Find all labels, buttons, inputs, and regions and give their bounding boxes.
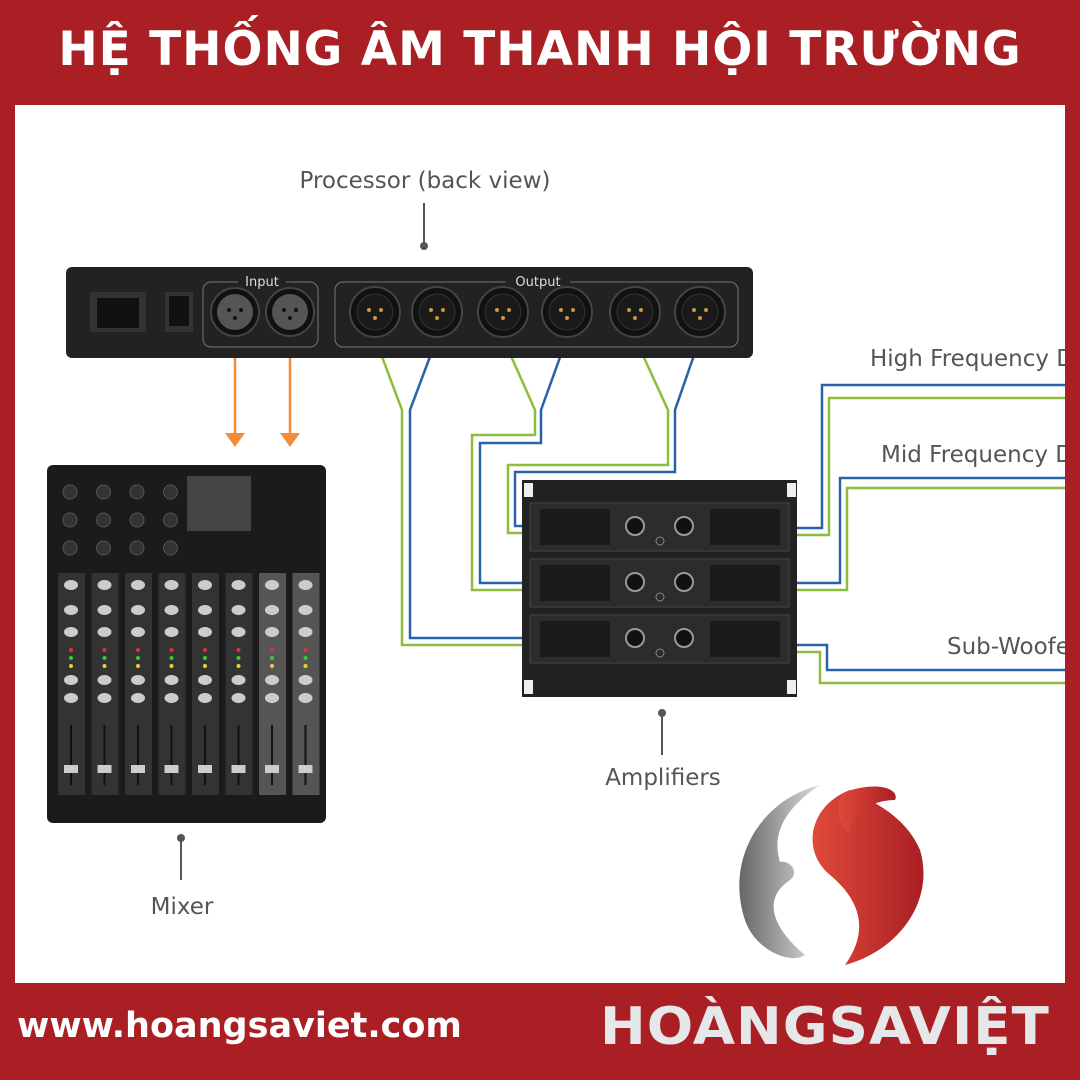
xlr-output-jack (609, 286, 661, 338)
mixer-channel-strip (292, 573, 320, 795)
amplifier-rack (522, 480, 797, 697)
xlr-input-jack (210, 287, 260, 337)
output-label: Output (515, 275, 560, 290)
xlr-output-jack (541, 286, 593, 338)
mixer-channel-strip (125, 484, 152, 795)
website-url[interactable]: www.hoangsaviet.com (17, 1006, 462, 1046)
xlr-output-jack (349, 286, 401, 338)
hoangsaviet-logo-mark (739, 785, 924, 965)
mixer-channel-strip (158, 484, 186, 795)
xlr-output-jack (674, 286, 726, 338)
high-frequency-label: High Frequency Dr (870, 346, 1065, 372)
processor-label: Processor (back view) (300, 168, 551, 194)
brand-logo-text: HOÀNGSAVIỆT (600, 997, 1050, 1057)
amplifier-unit (529, 614, 790, 664)
mixer-channel-strip (91, 484, 119, 795)
amplifier-unit (529, 502, 790, 552)
amplifier-unit (529, 558, 790, 608)
processor: Input Output (66, 267, 753, 358)
diagram-panel: Processor (back view) High Frequency Dr … (15, 105, 1065, 983)
mixer-channel-strip (192, 573, 219, 795)
mixer-label: Mixer (151, 894, 214, 920)
xlr-output-jack (411, 286, 463, 338)
mid-frequency-label: Mid Frequency Dr (881, 442, 1065, 468)
cables (225, 335, 1065, 685)
mixer-channel-strip (259, 573, 286, 795)
amplifiers-label: Amplifiers (605, 765, 721, 791)
xlr-input-jack (265, 287, 315, 337)
sound-system-diagram: Processor (back view) High Frequency Dr … (47, 168, 1065, 965)
mixer-channel-strip (225, 573, 253, 795)
sub-woofer-label: Sub-Woofe (947, 634, 1065, 660)
input-label: Input (245, 275, 279, 290)
page-title: HỆ THỐNG ÂM THANH HỘI TRƯỜNG (58, 22, 1022, 77)
mixer (47, 465, 326, 823)
mixer-channel-strip (58, 484, 85, 795)
xlr-output-jack (477, 286, 529, 338)
